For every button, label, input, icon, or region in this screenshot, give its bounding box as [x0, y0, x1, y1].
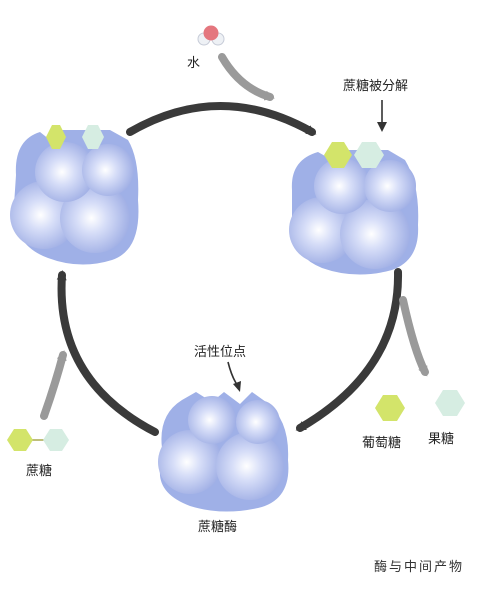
products-out-arrow — [399, 296, 429, 377]
figure-caption: 酶与中间产物 — [374, 560, 465, 575]
glucose-hexagon-icon — [324, 142, 352, 168]
sucrose-split-label: 蔗糖被分解 — [343, 79, 409, 94]
enzyme-splitting-complex — [289, 142, 419, 275]
sucrose-molecule-icon — [7, 429, 69, 451]
fructose-hexagon-icon — [435, 390, 465, 416]
active-site-label: 活性位点 — [194, 345, 247, 360]
glucose-hexagon-icon — [375, 395, 405, 421]
glucose-hexagon-icon — [46, 125, 66, 149]
water-label: 水 — [187, 56, 201, 71]
active-site-pointer-arrow — [227, 361, 239, 387]
fructose-label: 果糖 — [428, 432, 455, 447]
sucrase-label: 蔗糖酶 — [198, 520, 238, 535]
enzyme-substrate-complex — [10, 125, 139, 265]
water-molecule-icon — [197, 25, 225, 46]
water-in-arrow — [218, 53, 275, 101]
sucrose-label: 蔗糖 — [26, 464, 53, 479]
fructose-hexagon-icon — [354, 142, 384, 168]
glucose-label: 葡萄糖 — [362, 436, 402, 451]
cycle-arrow-top — [126, 102, 317, 136]
cycle-arrow-right — [295, 268, 403, 432]
fructose-hexagon-icon — [82, 125, 104, 149]
cycle-arrow-bottom-left — [56, 270, 159, 436]
sucrase-enzyme-icon — [158, 392, 289, 512]
sucrose-in-arrow — [40, 350, 67, 420]
